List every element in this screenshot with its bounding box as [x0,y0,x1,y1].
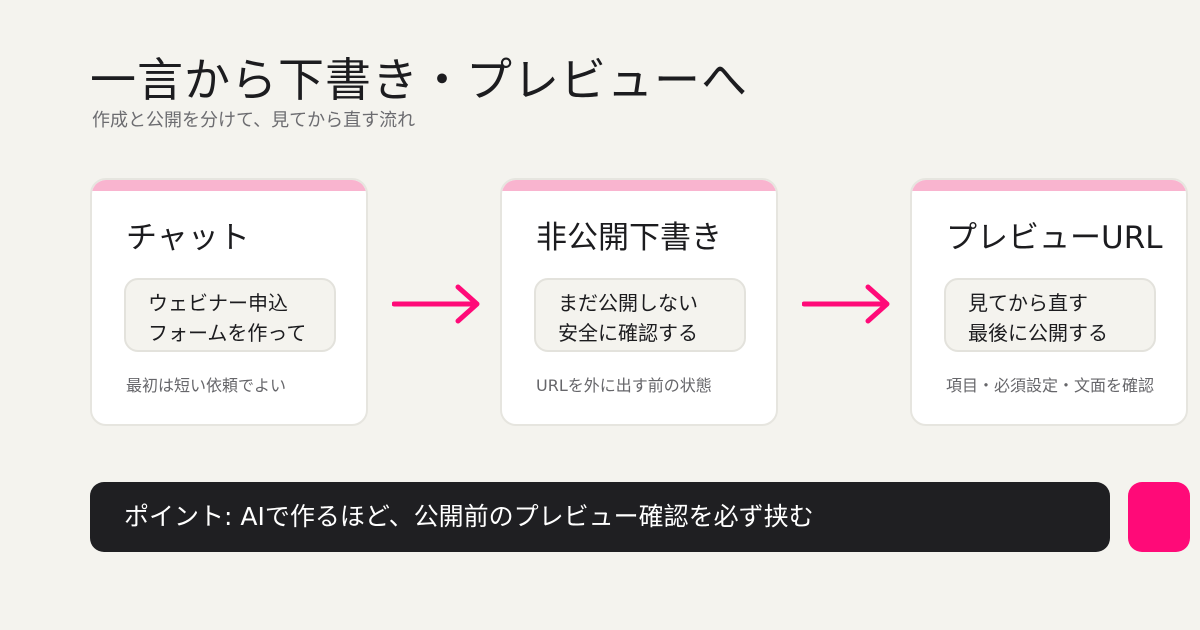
card-accent-bar [912,180,1186,191]
accent-square [1128,482,1190,552]
page-subtitle: 作成と公開を分けて、見てから直す流れ [92,110,416,131]
card-title: 非公開下書き [536,220,722,256]
card-accent-bar [502,180,776,191]
point-banner: ポイント: AIで作るほど、公開前のプレビュー確認を必ず挟む [90,482,1110,552]
card-note: 項目・必須設定・文面を確認 [946,376,1155,395]
card-note: URLを外に出す前の状態 [536,376,712,395]
card-example-line: 見てから直す [968,291,1088,315]
step-card-preview-url: プレビューURL 見てから直す 最後に公開する 項目・必須設定・文面を確認 [910,178,1188,426]
page-title: 一言から下書き・プレビューへ [90,53,748,107]
card-example-line: フォームを作って [148,321,307,345]
card-example-line: 安全に確認する [558,321,698,345]
arrow-right-icon [392,284,480,324]
card-accent-bar [92,180,366,191]
card-example-box: まだ公開しない 安全に確認する [534,278,746,352]
step-card-private-draft: 非公開下書き まだ公開しない 安全に確認する URLを外に出す前の状態 [500,178,778,426]
card-example-box: ウェビナー申込 フォームを作って [124,278,336,352]
arrow-right-icon [802,284,890,324]
card-example-box: 見てから直す 最後に公開する [944,278,1156,352]
card-example-line: まだ公開しない [558,291,698,315]
step-card-chat: チャット ウェビナー申込 フォームを作って 最初は短い依頼でよい [90,178,368,426]
card-note: 最初は短い依頼でよい [126,376,287,395]
card-example-line: 最後に公開する [968,321,1108,345]
card-title: チャット [126,220,250,256]
card-example-line: ウェビナー申込 [148,291,288,315]
card-title: プレビューURL [946,220,1163,256]
